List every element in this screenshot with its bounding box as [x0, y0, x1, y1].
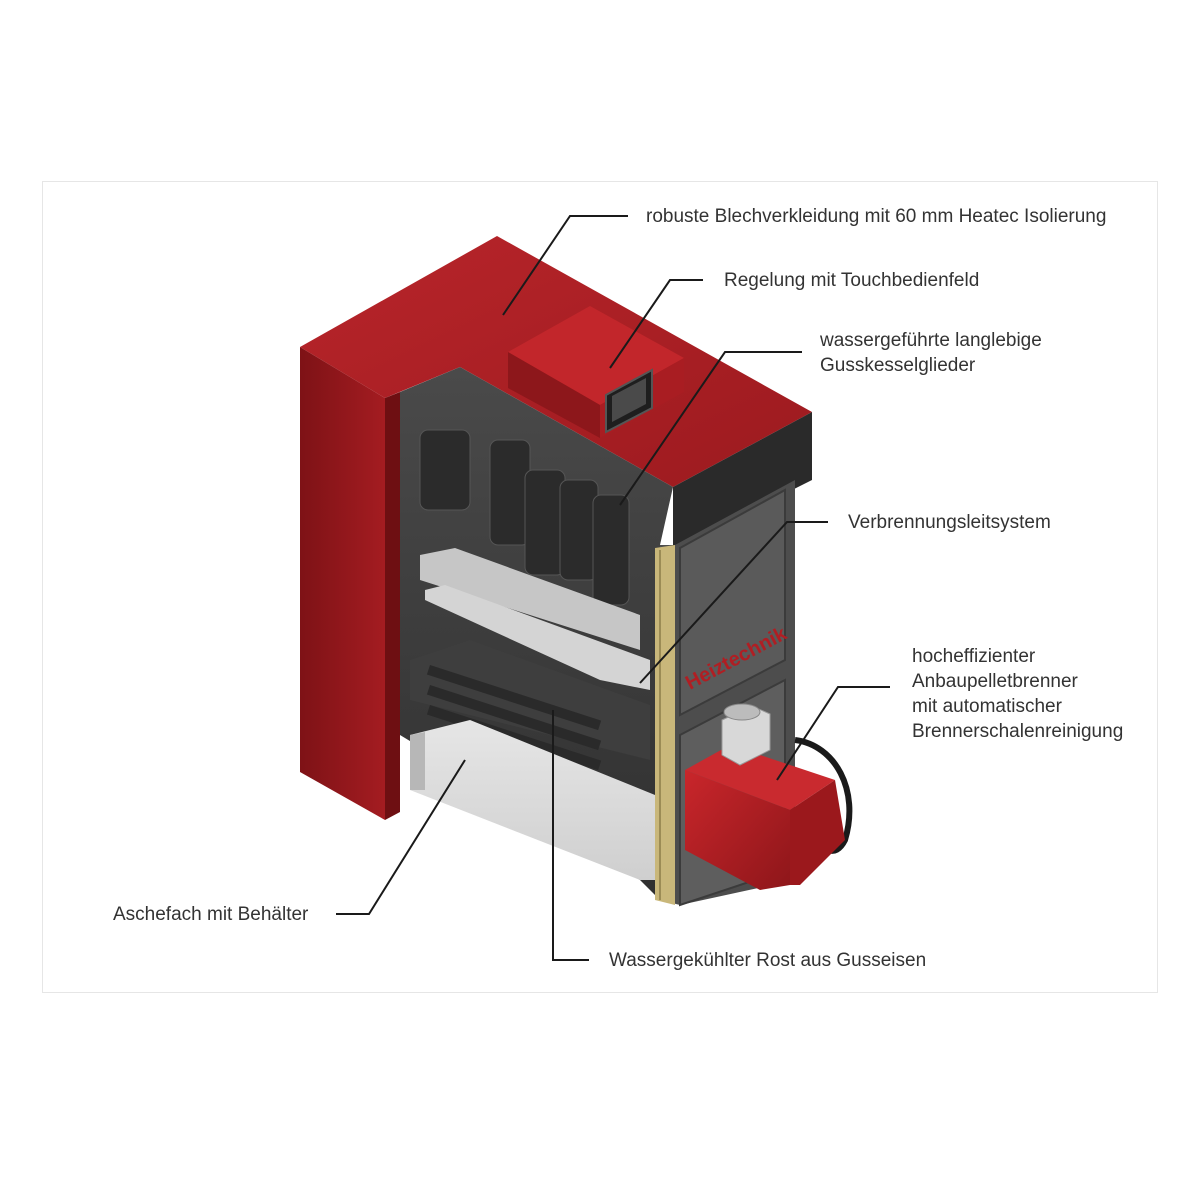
pellet-burner — [685, 703, 853, 890]
label-control: Regelung mit Touchbedienfeld — [724, 268, 979, 293]
burner-body-top — [685, 745, 835, 810]
cast-section — [592, 494, 630, 606]
label-castiron-line1: wassergeführte langlebige — [820, 330, 1042, 351]
combustion-guide-plate-lower — [425, 585, 650, 690]
leader-control — [609, 279, 703, 369]
label-combustion: Verbrennungsleitsystem — [848, 510, 1051, 535]
leader-lines — [336, 215, 890, 961]
label-burner-line4: Brennerschalenreinigung — [912, 721, 1124, 742]
label-burner-line2: Anbaupelletbrenner — [912, 671, 1078, 692]
burner-feed-opening — [723, 703, 761, 721]
housing-left-edge — [385, 392, 400, 820]
combustion-guide-plate-upper — [420, 548, 640, 650]
label-burner: hocheffizienter Anbaupelletbrenner mit a… — [912, 644, 1123, 744]
label-burner-line1: hocheffizienter — [912, 646, 1036, 667]
cast-section — [524, 469, 566, 576]
ash-container-rim — [410, 732, 425, 790]
touch-display-screen — [612, 378, 646, 422]
label-ash: Aschefach mit Behälter — [113, 902, 308, 927]
insulation-layer — [655, 545, 675, 905]
front-upper-door — [679, 488, 786, 717]
label-grate-text: Wassergekühlter Rost aus Gusseisen — [609, 950, 927, 971]
ash-compartment — [410, 720, 655, 880]
label-grate: Wassergekühlter Rost aus Gusseisen — [609, 948, 926, 973]
cast-section — [559, 479, 599, 581]
label-cladding: robuste Blechverkleidung mit 60 mm Heate… — [646, 204, 1106, 229]
leader-ash — [336, 759, 466, 915]
housing-top-front-edge — [673, 412, 812, 550]
label-cladding-text: robuste Blechverkleidung mit 60 mm Heate… — [646, 206, 1107, 227]
label-control-text: Regelung mit Touchbedienfeld — [724, 270, 980, 291]
burner-body-front — [685, 770, 790, 890]
label-burner-line3: mit automatischer — [912, 696, 1062, 717]
control-unit — [508, 306, 684, 438]
burner-body-right — [790, 780, 845, 885]
label-ash-text: Aschefach mit Behälter — [113, 904, 309, 925]
cast-iron-sections — [419, 429, 630, 606]
housing-left-panel — [300, 347, 385, 820]
leader-combustion — [639, 521, 828, 684]
cast-section — [419, 429, 471, 511]
cast-section — [489, 439, 531, 546]
control-unit-left — [508, 352, 600, 438]
label-castiron-line2: Gusskesselglieder — [820, 355, 976, 376]
label-castiron: wassergeführte langlebige Gusskesselglie… — [820, 328, 1042, 378]
label-combustion-text: Verbrennungsleitsystem — [848, 512, 1051, 533]
leader-burner — [776, 686, 890, 781]
leader-grate — [552, 710, 589, 961]
diagram-frame — [42, 181, 1158, 993]
leader-cladding — [502, 215, 628, 316]
leader-castiron — [619, 351, 802, 506]
boiler-interior — [400, 367, 675, 905]
